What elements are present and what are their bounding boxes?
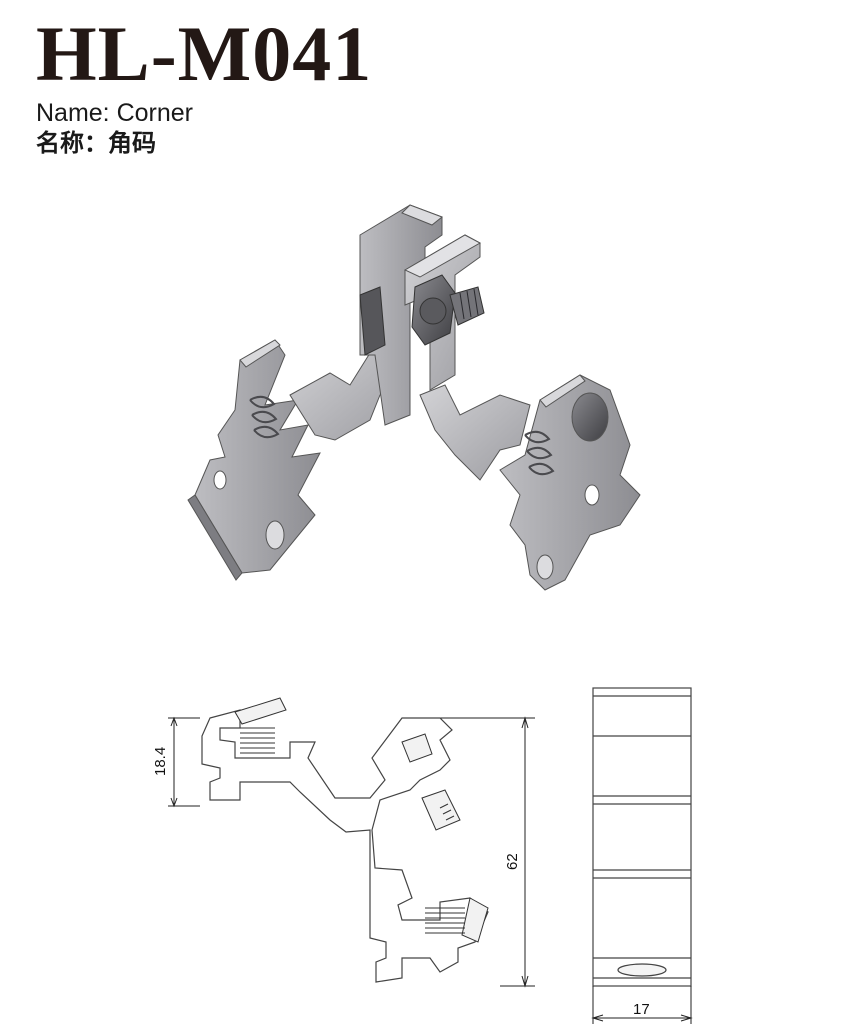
right-web	[419, 384, 531, 481]
bracket-outline	[201, 709, 489, 983]
dimension-62	[440, 716, 535, 988]
front-view-body	[592, 687, 692, 987]
bottom-spring-drawing	[425, 897, 489, 943]
center-bolt-drawing	[401, 733, 461, 831]
right-spring	[524, 430, 555, 476]
front-view-drawing: 17	[591, 687, 693, 1024]
top-spring-drawing	[234, 697, 287, 754]
dimension-label-18-4: 18.4	[152, 747, 169, 776]
dimension-label-62: 62	[504, 853, 521, 870]
left-spring	[249, 395, 280, 439]
model-title: HL-M041	[36, 10, 373, 97]
corner-bracket-3d-render	[187, 204, 641, 591]
center-bolt	[359, 274, 485, 356]
dimension-label-17: 17	[633, 1001, 650, 1018]
left-arm	[187, 339, 321, 581]
product-name-chinese: 名称：角码	[36, 129, 156, 157]
dimension-18-4	[168, 716, 200, 808]
side-view-drawing: 18.4 62	[152, 697, 535, 988]
right-arm	[499, 374, 641, 591]
product-name-english: Name: Corner	[36, 99, 193, 127]
dimension-17	[591, 986, 693, 1024]
